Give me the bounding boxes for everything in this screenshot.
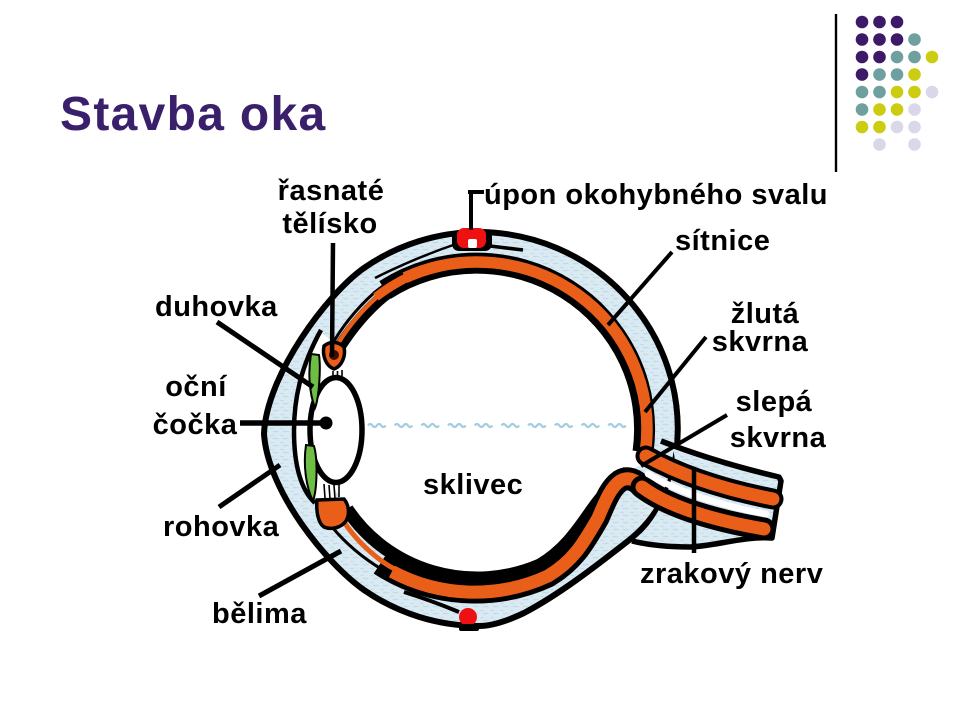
svg-text:žlutá: žlutá bbox=[731, 298, 800, 330]
svg-text:zrakový nerv: zrakový nerv bbox=[640, 558, 823, 590]
svg-text:sklivec: sklivec bbox=[423, 469, 523, 501]
svg-text:Stavba oka: Stavba oka bbox=[60, 88, 326, 141]
svg-text:řasnaté: řasnaté bbox=[278, 175, 385, 207]
svg-text:úpon okohybného svalu: úpon okohybného svalu bbox=[484, 179, 828, 211]
svg-text:duhovka: duhovka bbox=[155, 291, 278, 323]
svg-text:skvrna: skvrna bbox=[730, 422, 827, 454]
svg-text:skvrna: skvrna bbox=[712, 326, 809, 358]
svg-text:sítnice: sítnice bbox=[675, 225, 770, 257]
svg-text:oční: oční bbox=[165, 371, 227, 403]
svg-text:rohovka: rohovka bbox=[163, 511, 280, 543]
svg-text:bělima: bělima bbox=[212, 598, 307, 630]
svg-text:slepá: slepá bbox=[736, 386, 813, 418]
svg-text:tělísko: tělísko bbox=[282, 208, 377, 240]
svg-text:čočka: čočka bbox=[153, 409, 238, 441]
